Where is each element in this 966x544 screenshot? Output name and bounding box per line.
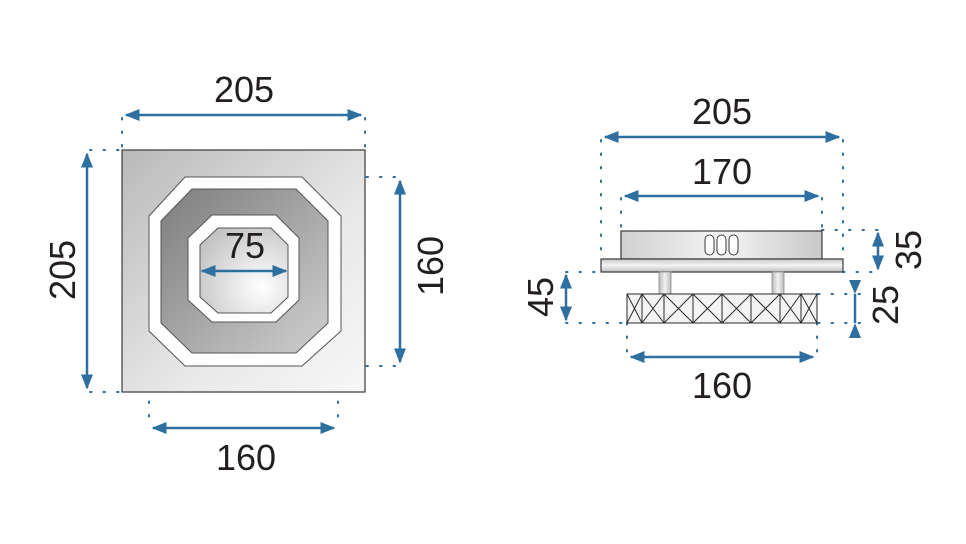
label-body-width: 170 bbox=[692, 151, 752, 192]
label-base-width: 205 bbox=[692, 91, 752, 132]
label-body-height: 35 bbox=[888, 230, 929, 270]
label-octagon-height: 160 bbox=[410, 236, 451, 296]
label-top-width: 205 bbox=[214, 69, 274, 110]
lamp-base-plate bbox=[600, 258, 844, 273]
lamp-stem-right bbox=[771, 271, 785, 295]
extension-lines bbox=[89, 117, 396, 423]
side-view: 205 170 35 45 25 160 bbox=[520, 91, 929, 406]
label-inner-width: 75 bbox=[225, 225, 265, 266]
side-extension-lines bbox=[565, 139, 881, 358]
label-top-height: 205 bbox=[42, 240, 83, 300]
switch-slots bbox=[704, 234, 739, 256]
lamp-stem-left bbox=[658, 271, 672, 295]
label-total-height: 45 bbox=[520, 277, 561, 317]
crystal-band bbox=[626, 293, 818, 324]
label-octagon-width: 160 bbox=[216, 437, 276, 478]
dim-arrow-height-25 bbox=[849, 280, 861, 338]
top-view: 205 205 160 160 75 bbox=[42, 69, 451, 478]
label-crystal-height: 25 bbox=[865, 285, 906, 325]
label-crystal-width: 160 bbox=[692, 365, 752, 406]
